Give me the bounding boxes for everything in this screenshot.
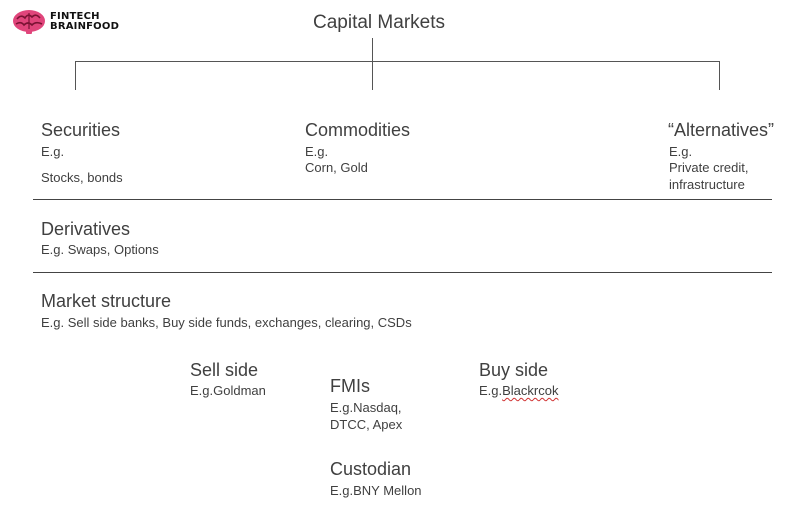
connector-right-drop <box>719 61 720 90</box>
custodian-detail: E.g.BNY Mellon <box>330 483 422 498</box>
alternatives-eg: E.g. <box>669 144 693 159</box>
alternatives-detail-2: infrastructure <box>669 177 745 192</box>
commodities-eg: E.g. <box>305 144 329 159</box>
derivatives-heading: Derivatives <box>41 219 131 239</box>
fmis-detail-2: DTCC, Apex <box>330 417 403 432</box>
market-structure-heading: Market structure <box>41 291 172 311</box>
sell-side-detail: E.g.Goldman <box>190 383 266 398</box>
buy-side-heading: Buy side <box>479 360 549 380</box>
commodities-heading: Commodities <box>305 120 411 140</box>
buy-side-example: Blackrcok <box>502 383 559 398</box>
divider-2 <box>33 272 772 273</box>
commodities-detail: Corn, Gold <box>305 160 368 175</box>
logo: FINTECH BRAINFOOD <box>12 9 132 37</box>
alternatives-detail-1: Private credit, <box>669 160 749 175</box>
connector-stem <box>372 38 373 90</box>
securities-detail: Stocks, bonds <box>41 170 123 185</box>
connector-left-drop <box>75 61 76 90</box>
securities-eg: E.g. <box>41 144 65 159</box>
market-structure-detail: E.g. Sell side banks, Buy side funds, ex… <box>41 315 412 330</box>
securities-heading: Securities <box>41 120 121 140</box>
divider-1 <box>33 199 772 200</box>
brain-icon <box>13 10 45 34</box>
fmis-heading: FMIs <box>330 376 370 396</box>
custodian-heading: Custodian <box>330 459 412 479</box>
buy-side-prefix: E.g. <box>479 383 503 398</box>
diagram-title: Capital Markets <box>313 12 445 33</box>
sell-side-heading: Sell side <box>190 360 259 380</box>
derivatives-detail: E.g. Swaps, Options <box>41 242 159 257</box>
connector-horizontal <box>75 61 720 62</box>
alternatives-heading: “Alternatives” <box>668 120 775 140</box>
buy-side-detail: E.g.Blackrcok <box>479 382 558 399</box>
logo-line2: BRAINFOOD <box>50 21 120 32</box>
fmis-detail-1: E.g.Nasdaq, <box>330 400 402 415</box>
logo-line1: FINTECH <box>50 11 100 22</box>
